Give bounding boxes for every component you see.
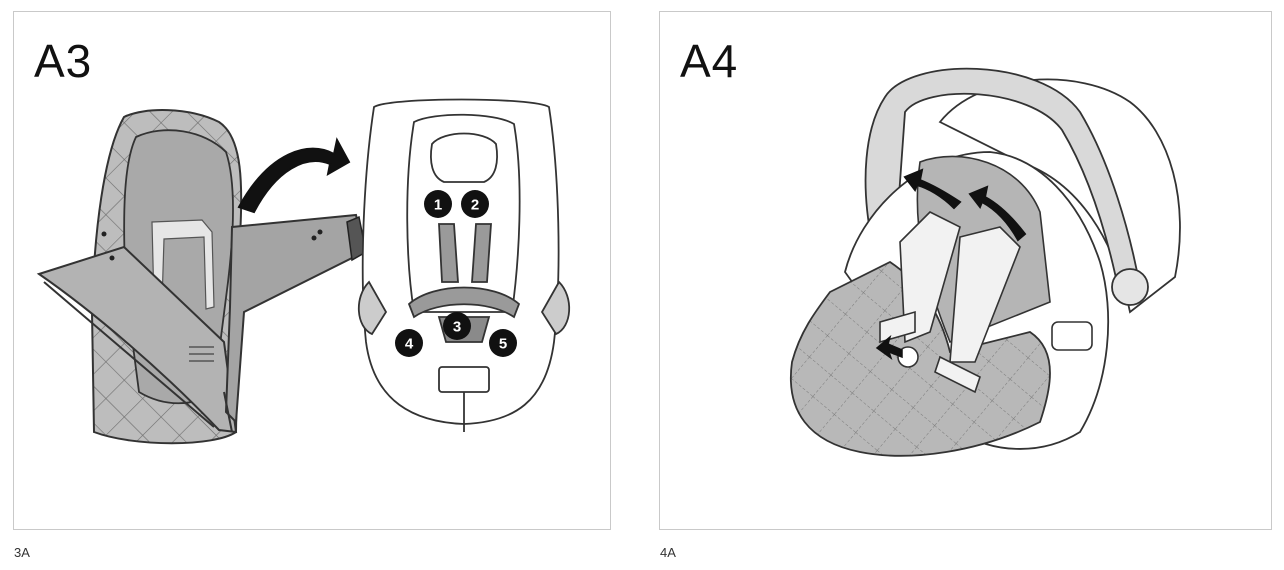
step-title-a3: A3 (34, 35, 93, 87)
svg-text:2: 2 (471, 197, 479, 214)
arrow-icon-right (968, 185, 1027, 242)
step-title-a4: A4 (680, 35, 739, 87)
caption-4a: 4A (660, 545, 676, 560)
caption-3a: 3A (14, 545, 30, 560)
arrow-icon-buckle (875, 334, 903, 360)
illustration-footmuff-and-carrier: 1 2 3 4 5 (36, 98, 571, 445)
footmuff-fitted (790, 260, 1051, 457)
panel-a3: A3 (13, 11, 611, 530)
harness-straps (879, 211, 1021, 394)
arrow-icon-left (903, 168, 962, 210)
svg-text:1: 1 (434, 197, 442, 214)
badge-2: 2 (461, 190, 489, 218)
infant-carrier (357, 98, 571, 432)
svg-text:4: 4 (405, 336, 414, 353)
arrow-icon (237, 137, 351, 214)
illustration-carrier-with-footmuff (790, 67, 1181, 457)
badge-5: 5 (489, 329, 517, 357)
badge-3: 3 (443, 312, 471, 340)
badge-1: 1 (424, 190, 452, 218)
panel-a4: A4 (659, 11, 1272, 530)
badge-4: 4 (395, 329, 423, 357)
svg-text:5: 5 (499, 336, 507, 353)
footmuff (36, 109, 367, 445)
svg-text:3: 3 (453, 319, 461, 336)
